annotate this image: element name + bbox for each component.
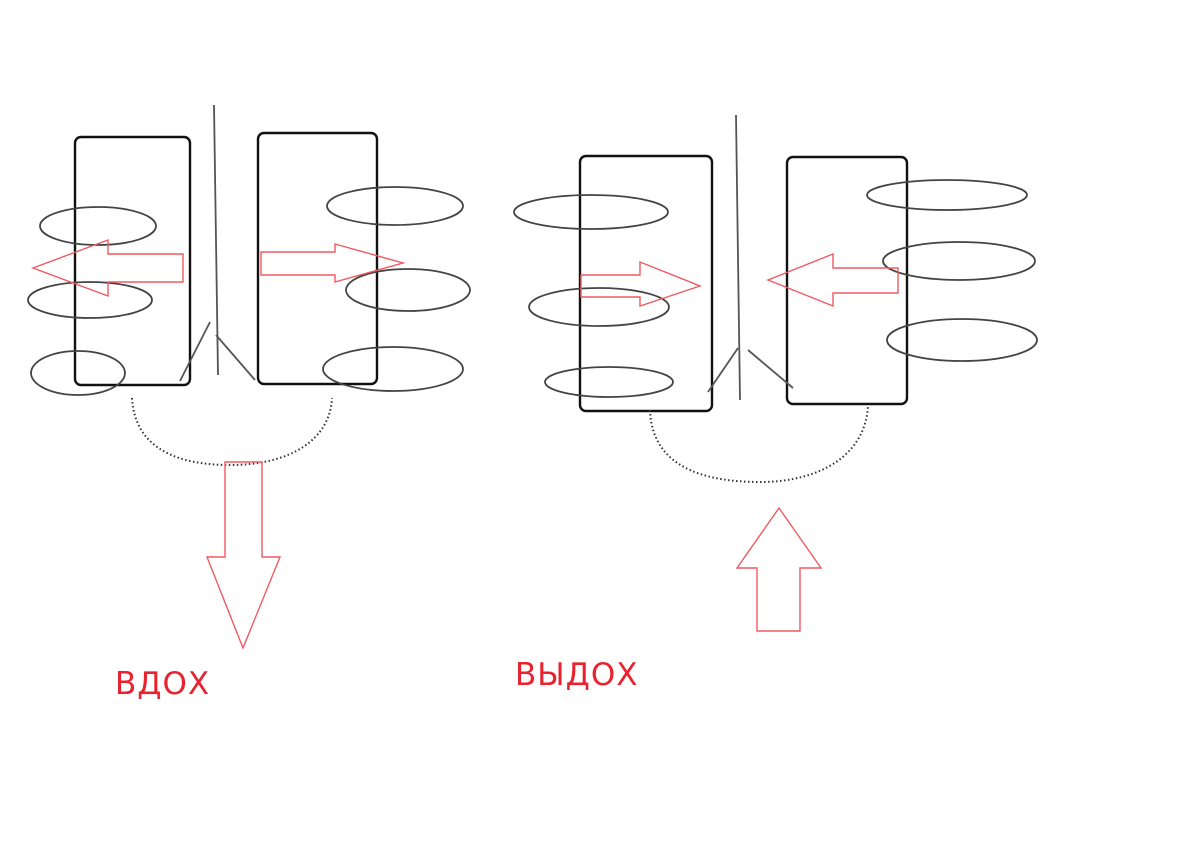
ellipse: [27, 281, 153, 319]
midline: [735, 114, 741, 401]
ellipse: [882, 241, 1036, 281]
arrow-left-icon: [766, 252, 899, 308]
diaphragm-line: [707, 347, 739, 393]
inhale-diagram: [27, 104, 471, 650]
left-rib-box: [578, 154, 714, 413]
diaphragm-line: [747, 349, 794, 389]
right-rib-box: [785, 155, 909, 406]
ellipse: [886, 318, 1038, 362]
ellipse: [326, 186, 464, 226]
right-rib-box: [256, 131, 379, 386]
ellipse: [322, 346, 464, 392]
diaphragm-line: [215, 334, 256, 381]
ellipse: [345, 268, 471, 312]
ellipse: [528, 287, 670, 327]
ellipse: [30, 350, 126, 396]
diaphragm-line: [179, 321, 211, 382]
left-rib-box: [73, 135, 192, 387]
arrow-right-icon: [260, 243, 406, 283]
ellipse: [513, 194, 669, 230]
ellipse: [544, 366, 674, 398]
ellipse: [39, 206, 157, 246]
inhale-label: ВДОХ: [115, 666, 211, 702]
ellipse: [866, 179, 1028, 211]
exhale-diagram: [513, 114, 1038, 632]
arrow-right-icon: [580, 260, 703, 307]
exhale-label: ВЫДОХ: [515, 657, 639, 693]
midline: [213, 104, 219, 376]
arrow-up-icon: [735, 506, 823, 632]
dotted-curve: [131, 397, 333, 467]
arrow-down-icon: [205, 461, 282, 650]
arrow-left-icon: [30, 238, 184, 298]
dotted-curve: [649, 404, 869, 484]
